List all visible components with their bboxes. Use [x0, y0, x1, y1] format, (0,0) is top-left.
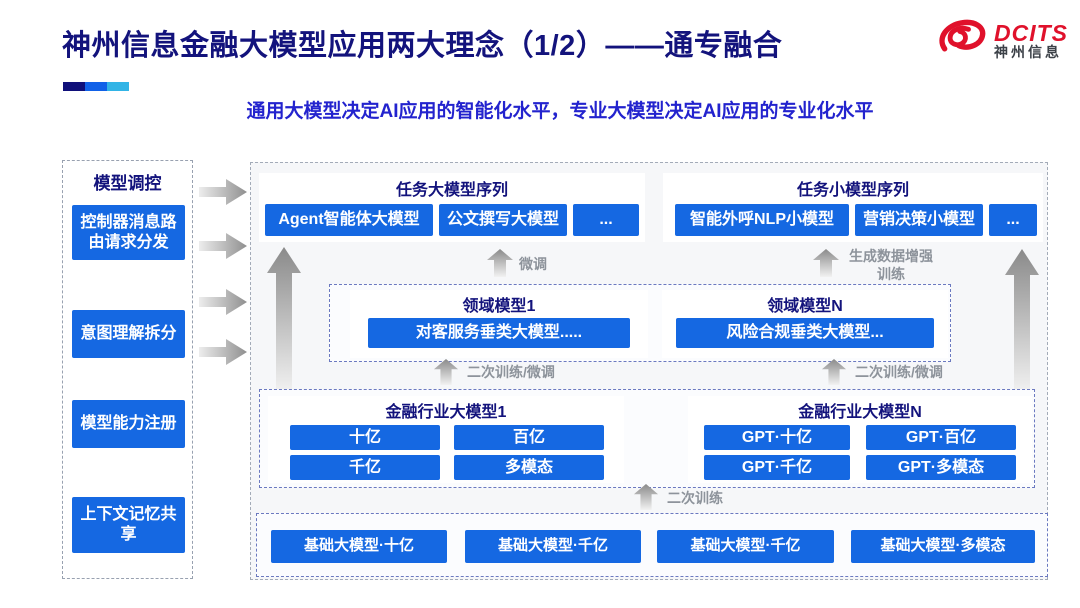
control-item-intent: 意图理解拆分 — [72, 310, 185, 358]
industry-models-container: 金融行业大模型1 十亿 百亿 千亿 多模态 金融行业大模型N GPT·十亿 GP… — [259, 389, 1035, 488]
right-arrow-icon — [199, 289, 247, 315]
domain-group-1: 领域模型1 对客服务垂类大模型..... — [350, 290, 648, 358]
model-chip-gpt-100b: GPT·千亿 — [704, 455, 850, 480]
model-chip-multimodal: 多模态 — [454, 455, 604, 480]
industry-group-1: 金融行业大模型1 十亿 百亿 千亿 多模态 — [268, 396, 624, 483]
model-chip-customer-service: 对客服务垂类大模型..... — [368, 318, 630, 348]
model-chip-10b: 百亿 — [454, 425, 604, 450]
up-arrow-icon — [821, 359, 847, 385]
section-title: 领域模型N — [767, 298, 843, 315]
model-chip-1b: 十亿 — [290, 425, 440, 450]
company-name: 神州信息 — [994, 44, 1062, 61]
control-item-router: 控制器消息路由请求分发 — [72, 205, 185, 260]
augment-label: 生成数据增强训练 — [849, 248, 933, 283]
up-arrow-icon — [633, 484, 659, 510]
model-chip-risk-compliance: 风险合规垂类大模型... — [676, 318, 934, 348]
section-title: 任务小模型序列 — [796, 182, 909, 199]
main-diagram: 任务大模型序列 Agent智能体大模型 公文撰写大模型 ... 任务小模型序列 … — [250, 162, 1048, 580]
base-models-container: 基础大模型·十亿 基础大模型·千亿 基础大模型·千亿 基础大模型·多模态 — [256, 513, 1048, 577]
base-model-chip-100b-2: 基础大模型·千亿 — [657, 530, 834, 563]
section-title: 金融行业大模型1 — [385, 404, 507, 421]
model-chip-marketing: 营销决策小模型 — [855, 204, 983, 236]
industry-group-n: 金融行业大模型N GPT·十亿 GPT·百亿 GPT·千亿 GPT·多模态 — [688, 396, 1032, 483]
up-arrow-icon — [1005, 249, 1039, 393]
section-title: 任务大模型序列 — [395, 182, 508, 199]
retrain-label-left: 二次训练/微调 — [467, 364, 555, 380]
base-model-chip-multimodal: 基础大模型·多模态 — [851, 530, 1035, 563]
swirl-icon — [936, 16, 988, 65]
model-control-panel: 模型调控 控制器消息路由请求分发 意图理解拆分 模型能力注册 上下文记忆共享 — [62, 160, 193, 579]
base-model-chip-100b: 基础大模型·千亿 — [465, 530, 641, 563]
model-chip-gpt-multimodal: GPT·多模态 — [866, 455, 1016, 480]
domain-group-n: 领域模型N 风险合规垂类大模型... — [662, 290, 948, 358]
task-large-model-section: 任务大模型序列 Agent智能体大模型 公文撰写大模型 ... — [259, 173, 645, 242]
base-model-chip-1b: 基础大模型·十亿 — [271, 530, 447, 563]
task-small-model-section: 任务小模型序列 智能外呼NLP小模型 营销决策小模型 ... — [663, 173, 1043, 242]
section-title: 金融行业大模型N — [798, 404, 922, 421]
right-arrow-icon — [199, 339, 247, 365]
section-title: 领域模型1 — [462, 298, 536, 315]
model-chip-nlp-call: 智能外呼NLP小模型 — [675, 204, 849, 236]
brand-logo: DCITS 神州信息 — [936, 16, 1068, 65]
right-arrow-icon — [199, 233, 247, 259]
model-chip-gpt-1b: GPT·十亿 — [704, 425, 850, 450]
right-arrow-icon — [199, 179, 247, 205]
model-chip-gpt-10b: GPT·百亿 — [866, 425, 1016, 450]
control-item-memory: 上下文记忆共享 — [72, 497, 185, 553]
model-chip-more: ... — [989, 204, 1037, 236]
up-arrow-icon — [433, 359, 459, 385]
brand-name: DCITS — [994, 20, 1068, 47]
finetune-label: 微调 — [519, 256, 547, 272]
model-chip-document: 公文撰写大模型 — [439, 204, 567, 236]
title-accent-bar — [63, 82, 129, 91]
model-chip-agent: Agent智能体大模型 — [265, 204, 433, 236]
retrain-base-label: 二次训练 — [667, 490, 723, 506]
up-arrow-icon — [267, 247, 301, 393]
up-arrow-icon — [487, 249, 513, 277]
panel-title: 模型调控 — [93, 174, 162, 193]
control-item-register: 模型能力注册 — [72, 400, 185, 448]
model-chip-more: ... — [573, 204, 639, 236]
retrain-label-right: 二次训练/微调 — [855, 364, 943, 380]
page-title: 神州信息金融大模型应用两大理念（1/2）——通专融合 — [62, 30, 783, 62]
domain-models-container: 领域模型1 对客服务垂类大模型..... 领域模型N 风险合规垂类大模型... — [329, 284, 951, 362]
slide-subtitle: 通用大模型决定AI应用的智能化水平，专业大模型决定AI应用的专业化水平 — [246, 101, 874, 122]
up-arrow-icon — [813, 249, 839, 277]
model-chip-100b: 千亿 — [290, 455, 440, 480]
